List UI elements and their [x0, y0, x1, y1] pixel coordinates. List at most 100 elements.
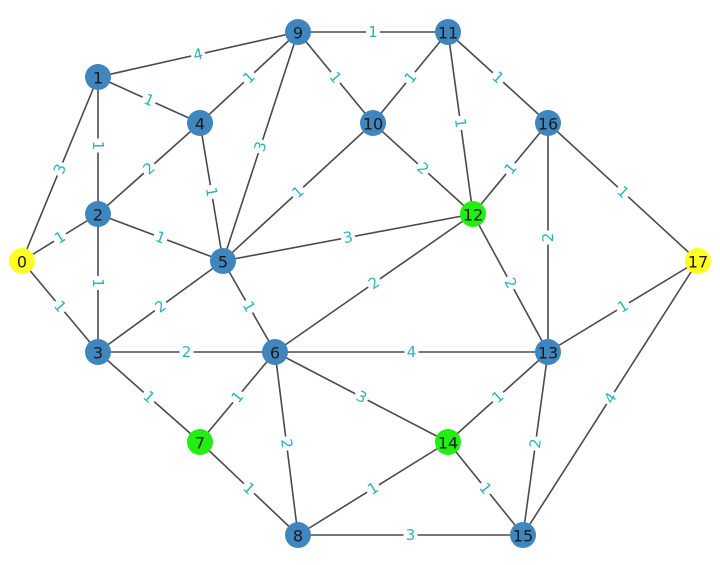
- edge-weight-label-4-5: 1: [201, 183, 222, 201]
- edge-weight-text: 2: [539, 233, 557, 243]
- edge-weight-label-9-11: 1: [366, 23, 380, 41]
- edge-weight-label-bg: [150, 226, 171, 249]
- node-3: 3: [85, 339, 111, 365]
- node-8: 8: [285, 522, 311, 548]
- edge-weight-label-bg: [599, 387, 622, 409]
- edge-weight-label-6-13: 4: [404, 343, 419, 361]
- node-label: 2: [93, 206, 103, 225]
- edge-weight-label-bg: [611, 180, 635, 204]
- edge-weight-label-bg: [486, 385, 510, 409]
- edge-weight-label-bg: [89, 276, 107, 290]
- edge-weight-label-13-14: 1: [486, 385, 510, 409]
- edge-weight-label-bg: [366, 23, 380, 41]
- node-circle: [685, 248, 711, 274]
- edge-weight-label-8-14: 1: [362, 477, 384, 500]
- edge-weight-label-bg: [351, 385, 372, 409]
- node-circle: [85, 339, 111, 365]
- edge-weight-label-bg: [339, 227, 357, 248]
- edge-weight-label-bg: [237, 477, 261, 500]
- node-0: 0: [9, 248, 35, 274]
- edge-weight-label-15-17: 4: [599, 387, 622, 409]
- edge-weight-label-12-16: 1: [499, 157, 522, 180]
- node-circle: [435, 429, 461, 455]
- edge-weight-label-bg: [138, 88, 160, 112]
- node-label: 5: [218, 253, 228, 272]
- node-circle: [285, 522, 311, 548]
- edge-weight-label-4-9: 1: [237, 66, 261, 89]
- edge-weight-label-2-5: 1: [150, 226, 171, 249]
- node-circle: [285, 19, 311, 45]
- node-label: 0: [17, 253, 27, 272]
- edge-weight-label-bg: [399, 66, 422, 89]
- edge-weight-text: 1: [202, 186, 221, 198]
- edge-weight-label-0-2: 1: [49, 226, 71, 249]
- edge-weight-label-2-3: 1: [89, 276, 107, 290]
- node-13: 13: [535, 339, 561, 365]
- edge-weight-label-bg: [49, 159, 71, 179]
- edge-weight-label-12-13: 2: [499, 272, 522, 294]
- node-17: 17: [685, 248, 711, 274]
- edge-weight-label-bg: [324, 66, 347, 89]
- node-15: 15: [510, 522, 536, 548]
- edge-weight-label-bg: [237, 66, 261, 89]
- node-7: 7: [187, 429, 213, 455]
- edge-weight-label-11-12: 1: [450, 114, 471, 132]
- node-circle: [360, 110, 386, 136]
- edge-weight-label-bg: [450, 114, 471, 132]
- node-label: 3: [93, 344, 103, 363]
- edge-weight-label-13-17: 1: [612, 295, 634, 318]
- edge-weight-text: 1: [89, 278, 107, 288]
- edge-weight-label-bg: [411, 157, 435, 180]
- edge-weight-text: 3: [406, 526, 416, 544]
- edge-weight-label-bg: [149, 295, 172, 318]
- node-circle: [85, 64, 111, 90]
- edge-weight-label-14-15: 1: [474, 477, 497, 500]
- node-label: 12: [463, 206, 483, 225]
- node-1: 1: [85, 64, 111, 90]
- edge-weight-label-6-12: 2: [363, 271, 385, 295]
- node-circle: [535, 110, 561, 136]
- node-circle: [262, 339, 288, 365]
- edge-weight-label-5-9: 3: [249, 137, 272, 156]
- node-label: 17: [688, 253, 708, 272]
- edge-weight-label-bg: [276, 435, 297, 452]
- edge-weight-label-bg: [362, 477, 384, 500]
- node-label: 8: [293, 527, 303, 546]
- node-label: 9: [293, 24, 303, 43]
- edge-weight-label-1-9: 4: [189, 44, 207, 65]
- edge-weight-label-5-12: 3: [339, 227, 357, 248]
- edge-weight-label-bg: [525, 435, 546, 452]
- node-12: 12: [460, 201, 486, 227]
- node-6: 6: [262, 339, 288, 365]
- edge-weight-label-16-17: 1: [611, 180, 635, 204]
- edge-weight-label-0-1: 3: [49, 159, 71, 179]
- edge-weight-label-6-8: 2: [276, 435, 297, 452]
- node-label: 13: [538, 344, 558, 363]
- node-14: 14: [435, 429, 461, 455]
- edge-weight-label-6-7: 1: [226, 385, 249, 409]
- node-16: 16: [535, 110, 561, 136]
- edge-weight-label-10-11: 1: [399, 66, 422, 89]
- edge-weight-label-bg: [137, 157, 161, 180]
- edge-weight-label-1-4: 1: [138, 88, 160, 112]
- node-label: 6: [270, 344, 280, 363]
- node-circle: [535, 339, 561, 365]
- node-circle: [187, 429, 213, 455]
- edge-weight-label-bg: [189, 44, 207, 65]
- edge-weight-label-bg: [486, 66, 510, 89]
- node-label: 11: [438, 24, 458, 43]
- edge-weight-text: 4: [407, 343, 417, 361]
- edge-weight-label-1-2: 1: [89, 138, 107, 153]
- node-label: 1: [93, 69, 103, 88]
- edge-weight-text: 2: [277, 438, 296, 450]
- node-label: 7: [195, 434, 205, 453]
- edge-weight-text: 2: [182, 343, 192, 361]
- edge-weight-label-0-3: 1: [48, 295, 72, 318]
- edge-weight-text: 4: [191, 45, 204, 65]
- edge-weight-label-bg: [48, 295, 72, 318]
- edge-weight-label-3-5: 2: [149, 295, 172, 318]
- edge-weight-label-5-10: 1: [286, 180, 310, 204]
- edge-weight-label-3-7: 1: [137, 385, 161, 409]
